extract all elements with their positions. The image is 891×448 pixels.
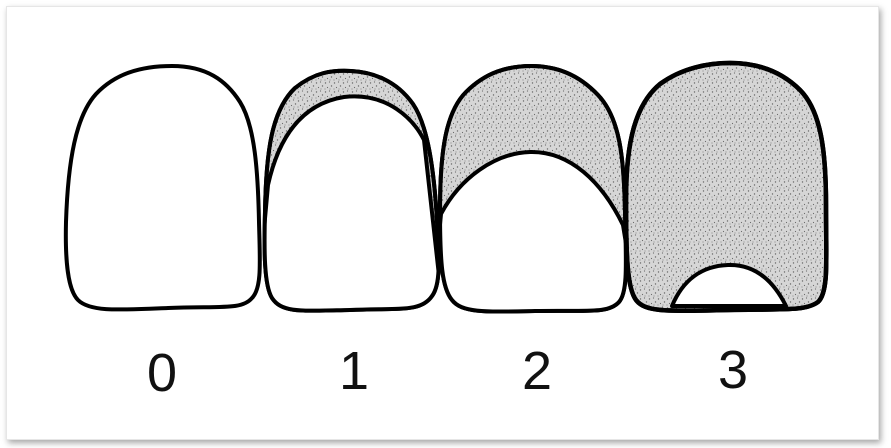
- tooth-3: [626, 63, 826, 311]
- tooth-1-label: 1: [339, 341, 369, 401]
- tooth-0: [66, 66, 260, 310]
- tooth-2-label: 2: [522, 341, 552, 401]
- tooth-0-outline: [66, 66, 260, 310]
- tooth-0-label: 0: [147, 343, 177, 403]
- tooth-2: [430, 66, 640, 330]
- tooth-3-label: 3: [718, 340, 748, 400]
- tooth-1: [255, 71, 445, 330]
